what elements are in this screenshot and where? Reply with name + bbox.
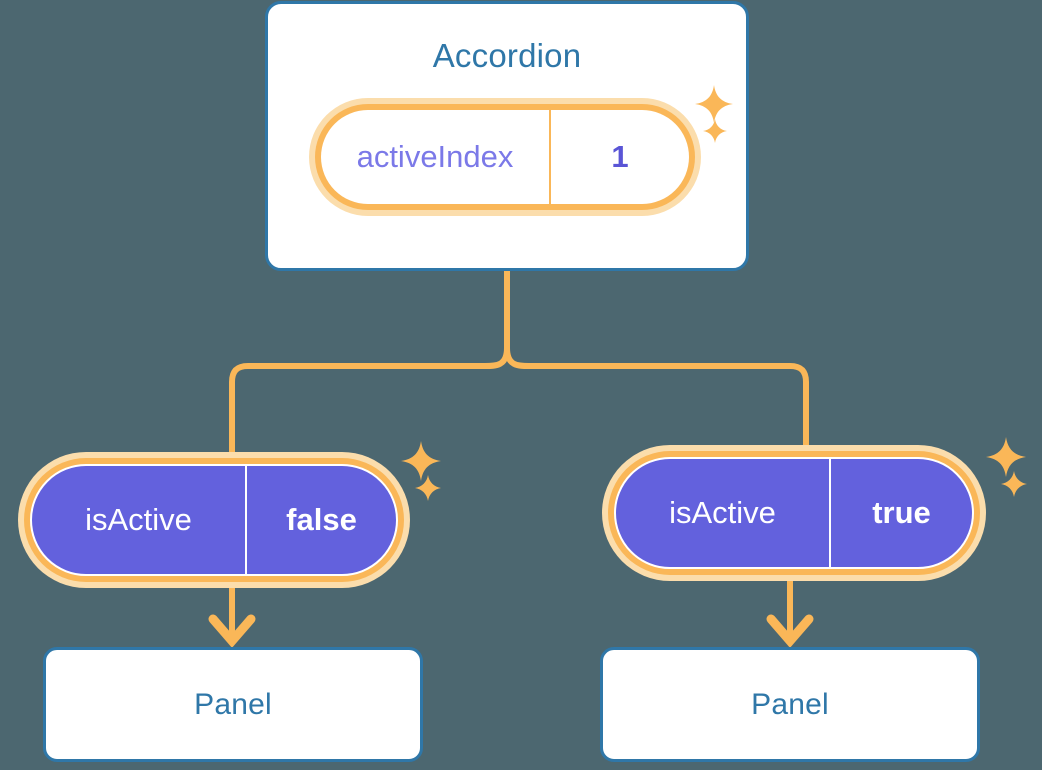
state-value-is-active-left: false bbox=[286, 502, 357, 537]
arrow-head-left-icon bbox=[208, 614, 256, 648]
arrow-head-right-icon bbox=[766, 614, 814, 648]
connector-branch-left bbox=[229, 345, 510, 455]
state-value-is-active-right: true bbox=[872, 495, 931, 530]
state-value-active-index: 1 bbox=[611, 139, 629, 174]
sparkle-small-icon bbox=[414, 474, 442, 502]
sparkle-large-icon bbox=[400, 440, 442, 482]
state-pill-is-active-true[interactable]: isActive true bbox=[602, 445, 986, 581]
panel-card-right[interactable]: Panel bbox=[600, 647, 980, 762]
connector-branch-right bbox=[504, 345, 809, 448]
state-key-is-active-right: isActive bbox=[616, 459, 831, 567]
state-pill-active-index[interactable]: activeIndex 1 bbox=[309, 98, 701, 216]
panel-left-title: Panel bbox=[194, 687, 272, 721]
sparkle-small-icon bbox=[1000, 470, 1028, 498]
state-pill-is-active-false[interactable]: isActive false bbox=[18, 452, 410, 588]
sparkle-large-icon bbox=[985, 436, 1027, 478]
panel-card-left[interactable]: Panel bbox=[43, 647, 423, 762]
state-key-active-index: activeIndex bbox=[321, 110, 551, 204]
panel-right-title: Panel bbox=[751, 687, 829, 721]
state-key-is-active-left: isActive bbox=[32, 466, 247, 574]
accordion-title: Accordion bbox=[432, 37, 582, 74]
